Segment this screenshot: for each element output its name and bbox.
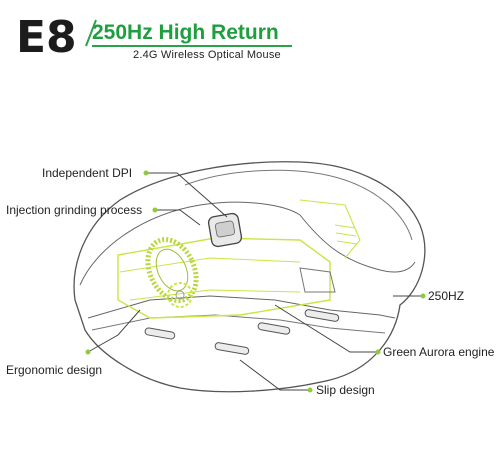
base-plate-bottom: [91, 314, 386, 334]
top-contour: [184, 169, 413, 241]
slip-pad: [214, 342, 250, 355]
side-line: [299, 214, 416, 273]
title-slash: [85, 19, 97, 47]
board-line: [129, 289, 301, 301]
leader-slip: [239, 359, 310, 391]
header: E8 250Hz High Return 2.4G Wireless Optic…: [0, 0, 500, 70]
side-button-ridges: [334, 224, 358, 245]
leader-dpi: [146, 172, 228, 218]
scroll-wheel: [145, 237, 199, 303]
leader-injection: [155, 209, 201, 226]
outer-shell: [73, 161, 426, 393]
button-split-line: [79, 201, 301, 286]
slip-pads: [144, 309, 340, 355]
scroll-wheel-hub: [155, 248, 189, 292]
slip-pad: [257, 322, 291, 335]
side-button-frame: [299, 199, 361, 259]
leader-dot: [152, 207, 158, 213]
callout-slip: Slip design: [316, 383, 375, 397]
encoder-gear: [167, 282, 193, 308]
slip-pad: [304, 309, 340, 322]
leader-dots: [85, 170, 426, 393]
leader-dot: [420, 293, 426, 299]
leader-dot: [375, 349, 381, 355]
callout-250hz: 250HZ: [428, 289, 465, 303]
headline: 250Hz High Return: [92, 21, 279, 44]
product-subtitle: 2.4G Wireless Optical Mouse: [133, 49, 281, 61]
callout-green-aurora: Green Aurora engine: [383, 345, 495, 359]
leader-lines: [87, 172, 423, 391]
dpi-button-top: [214, 220, 236, 238]
leader-dot: [307, 387, 313, 393]
leader-dot: [143, 170, 149, 176]
callout-injection-grinding: Injection grinding process: [6, 203, 143, 217]
circuit-board: [117, 237, 331, 319]
gear-axle: [175, 290, 185, 300]
leader-aurora: [274, 304, 378, 353]
slip-pad: [144, 327, 176, 340]
callout-ergonomic: Ergonomic design: [6, 363, 103, 377]
base-plate-top: [87, 295, 396, 319]
optical-sensor: [299, 267, 336, 293]
leader-dot: [85, 349, 91, 355]
callout-independent-dpi: Independent DPI: [42, 166, 133, 180]
leader-ergonomic: [87, 309, 141, 353]
model-name: E8: [16, 12, 77, 63]
